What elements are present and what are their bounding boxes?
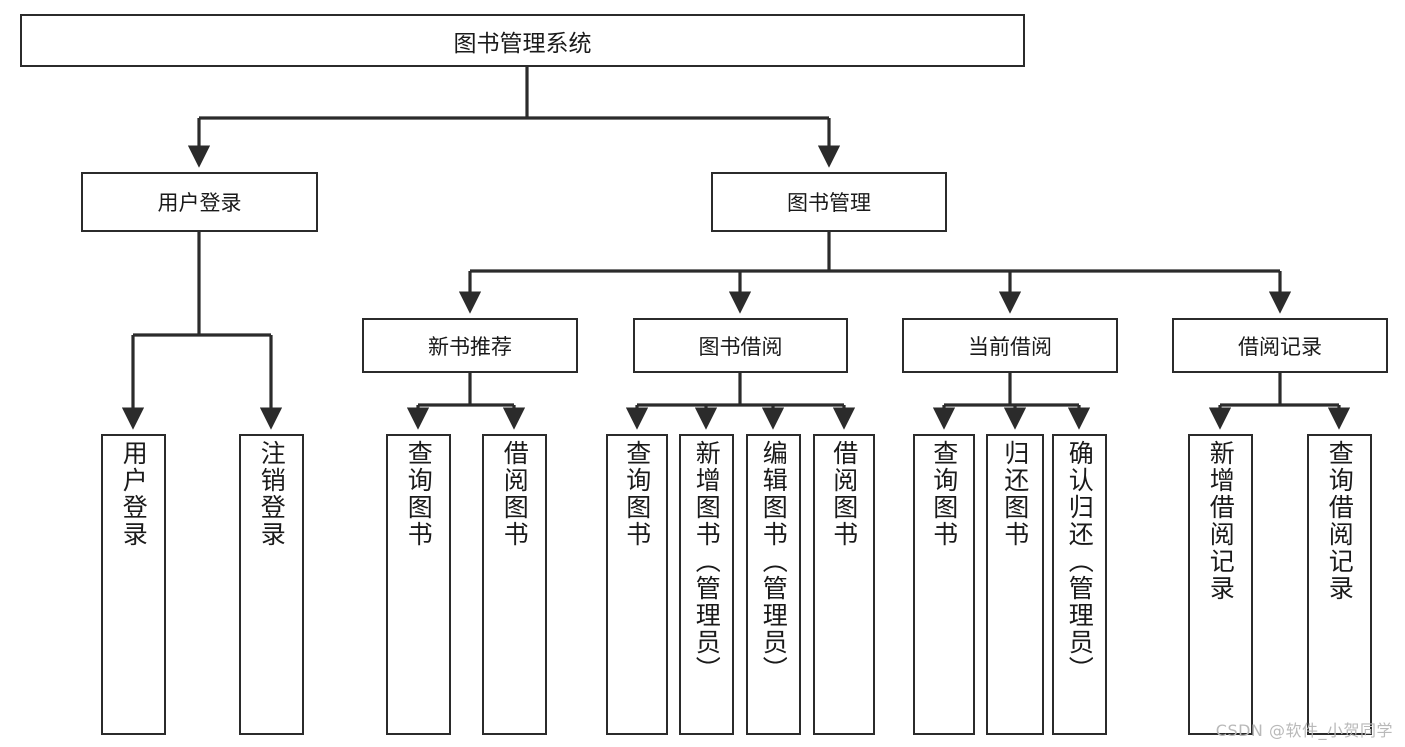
leaf-node-label: 新增图书（管理员） bbox=[692, 440, 722, 683]
leaf-node[interactable]: 用户登录 bbox=[101, 434, 166, 735]
leaf-node[interactable]: 注销登录 bbox=[239, 434, 304, 735]
leaf-node-label: 新增借阅记录 bbox=[1206, 440, 1236, 602]
leaf-node[interactable]: 归还图书 bbox=[986, 434, 1044, 735]
node-new-book-recommend[interactable]: 新书推荐 bbox=[362, 318, 578, 373]
leaf-node-label: 查询图书 bbox=[929, 440, 959, 548]
node-user-login-label: 用户登录 bbox=[157, 191, 242, 215]
leaf-node-label: 查询图书 bbox=[404, 440, 434, 548]
node-user-login[interactable]: 用户登录 bbox=[81, 172, 318, 232]
leaf-node[interactable]: 新增借阅记录 bbox=[1188, 434, 1253, 735]
node-book-management-label: 图书管理 bbox=[787, 191, 871, 215]
node-book-borrow-label: 图书借阅 bbox=[698, 334, 783, 359]
leaf-node[interactable]: 新增图书（管理员） bbox=[679, 434, 734, 735]
node-current-borrow[interactable]: 当前借阅 bbox=[902, 318, 1118, 373]
node-current-borrow-label: 当前借阅 bbox=[968, 334, 1052, 359]
leaf-node-label: 查询借阅记录 bbox=[1325, 440, 1355, 602]
node-book-management[interactable]: 图书管理 bbox=[711, 172, 947, 232]
leaf-node-label: 归还图书 bbox=[1000, 440, 1030, 548]
leaf-node[interactable]: 查询借阅记录 bbox=[1307, 434, 1372, 735]
leaf-node-label: 确认归还（管理员） bbox=[1065, 440, 1095, 683]
leaf-node[interactable]: 查询图书 bbox=[913, 434, 975, 735]
leaf-node[interactable]: 借阅图书 bbox=[813, 434, 875, 735]
leaf-node[interactable]: 确认归还（管理员） bbox=[1052, 434, 1107, 735]
watermark: CSDN @软件_小贺同学 bbox=[1215, 721, 1393, 740]
leaf-node[interactable]: 借阅图书 bbox=[482, 434, 547, 735]
node-new-book-recommend-label: 新书推荐 bbox=[428, 334, 512, 359]
leaf-node-label: 用户登录 bbox=[119, 440, 149, 548]
node-book-borrow[interactable]: 图书借阅 bbox=[633, 318, 848, 373]
leaf-node-label: 借阅图书 bbox=[829, 440, 859, 548]
leaf-node[interactable]: 查询图书 bbox=[386, 434, 451, 735]
leaf-node-label: 查询图书 bbox=[622, 440, 652, 548]
node-root-label: 图书管理系统 bbox=[453, 30, 592, 57]
leaf-node[interactable]: 查询图书 bbox=[606, 434, 668, 735]
leaf-node-label: 借阅图书 bbox=[500, 440, 530, 548]
node-root[interactable]: 图书管理系统 bbox=[20, 14, 1025, 67]
leaf-node[interactable]: 编辑图书（管理员） bbox=[746, 434, 801, 735]
node-borrow-record[interactable]: 借阅记录 bbox=[1172, 318, 1388, 373]
leaf-node-label: 注销登录 bbox=[257, 440, 287, 548]
leaf-node-label: 编辑图书（管理员） bbox=[759, 440, 789, 683]
node-borrow-record-label: 借阅记录 bbox=[1238, 334, 1322, 359]
